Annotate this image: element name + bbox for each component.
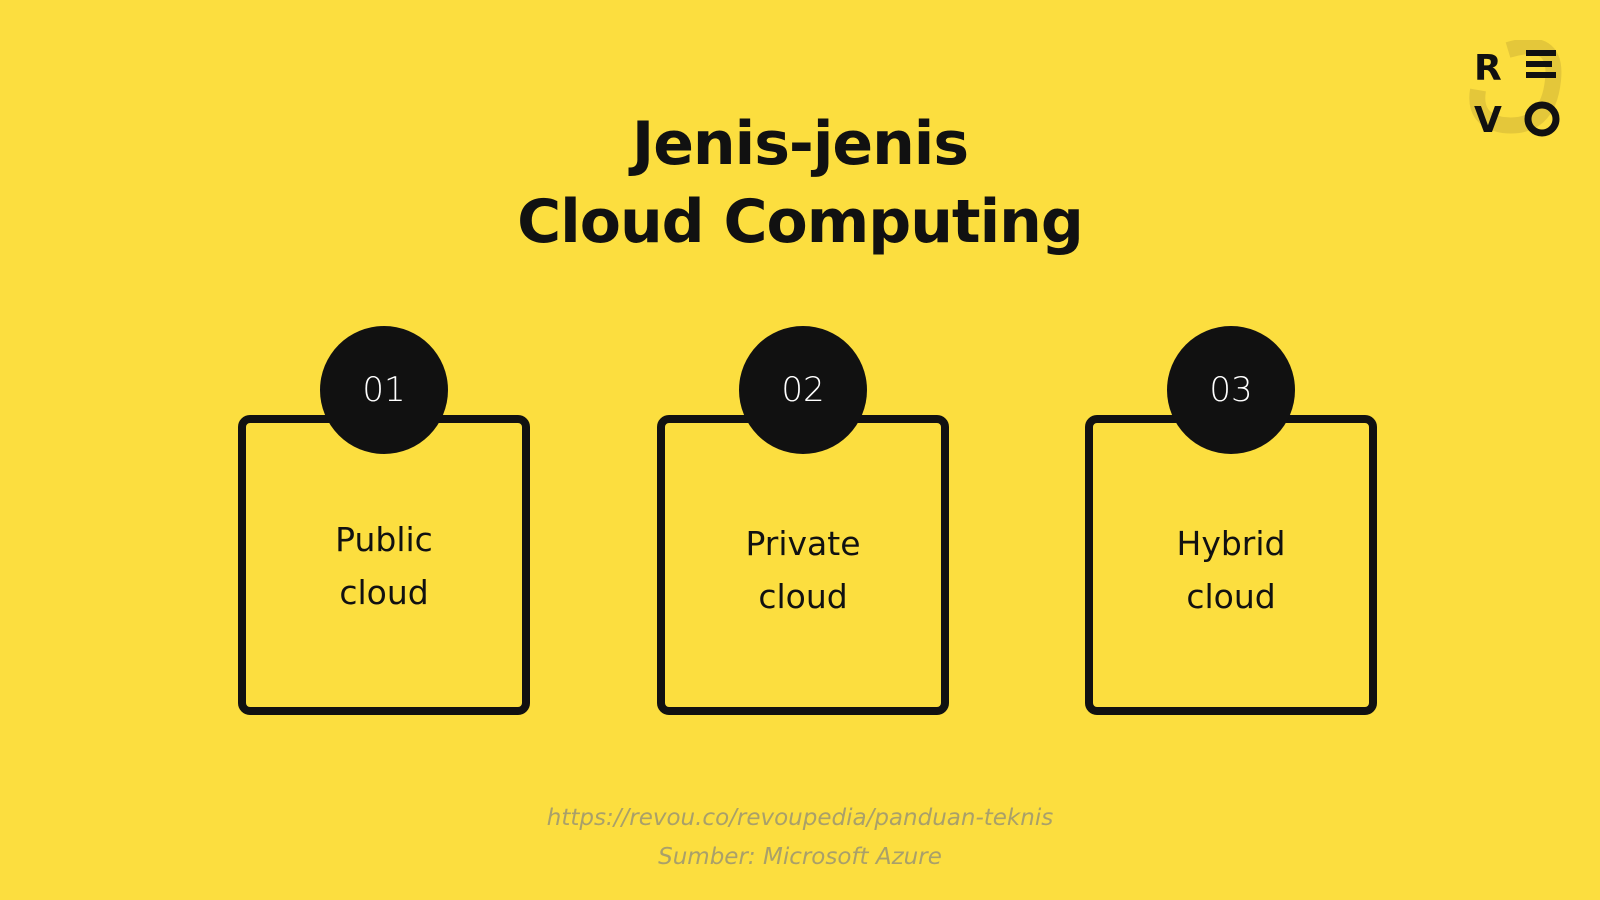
footer-source: Sumber: Microsoft Azure bbox=[658, 844, 942, 870]
number-badge: 02 bbox=[739, 326, 867, 454]
svg-text:R: R bbox=[1474, 48, 1502, 89]
revo-logo: R V bbox=[1468, 38, 1568, 141]
title-line-2: Cloud Computing bbox=[517, 187, 1084, 257]
title-line-1: Jenis-jenis bbox=[631, 109, 969, 179]
svg-text:V: V bbox=[1474, 100, 1502, 140]
footer-url: https://revou.co/revoupedia/panduan-tekn… bbox=[546, 805, 1054, 831]
number-badge: 03 bbox=[1167, 326, 1295, 454]
number-badge: 01 bbox=[320, 326, 448, 454]
page-title: Jenis-jenis Cloud Computing bbox=[0, 105, 1600, 261]
